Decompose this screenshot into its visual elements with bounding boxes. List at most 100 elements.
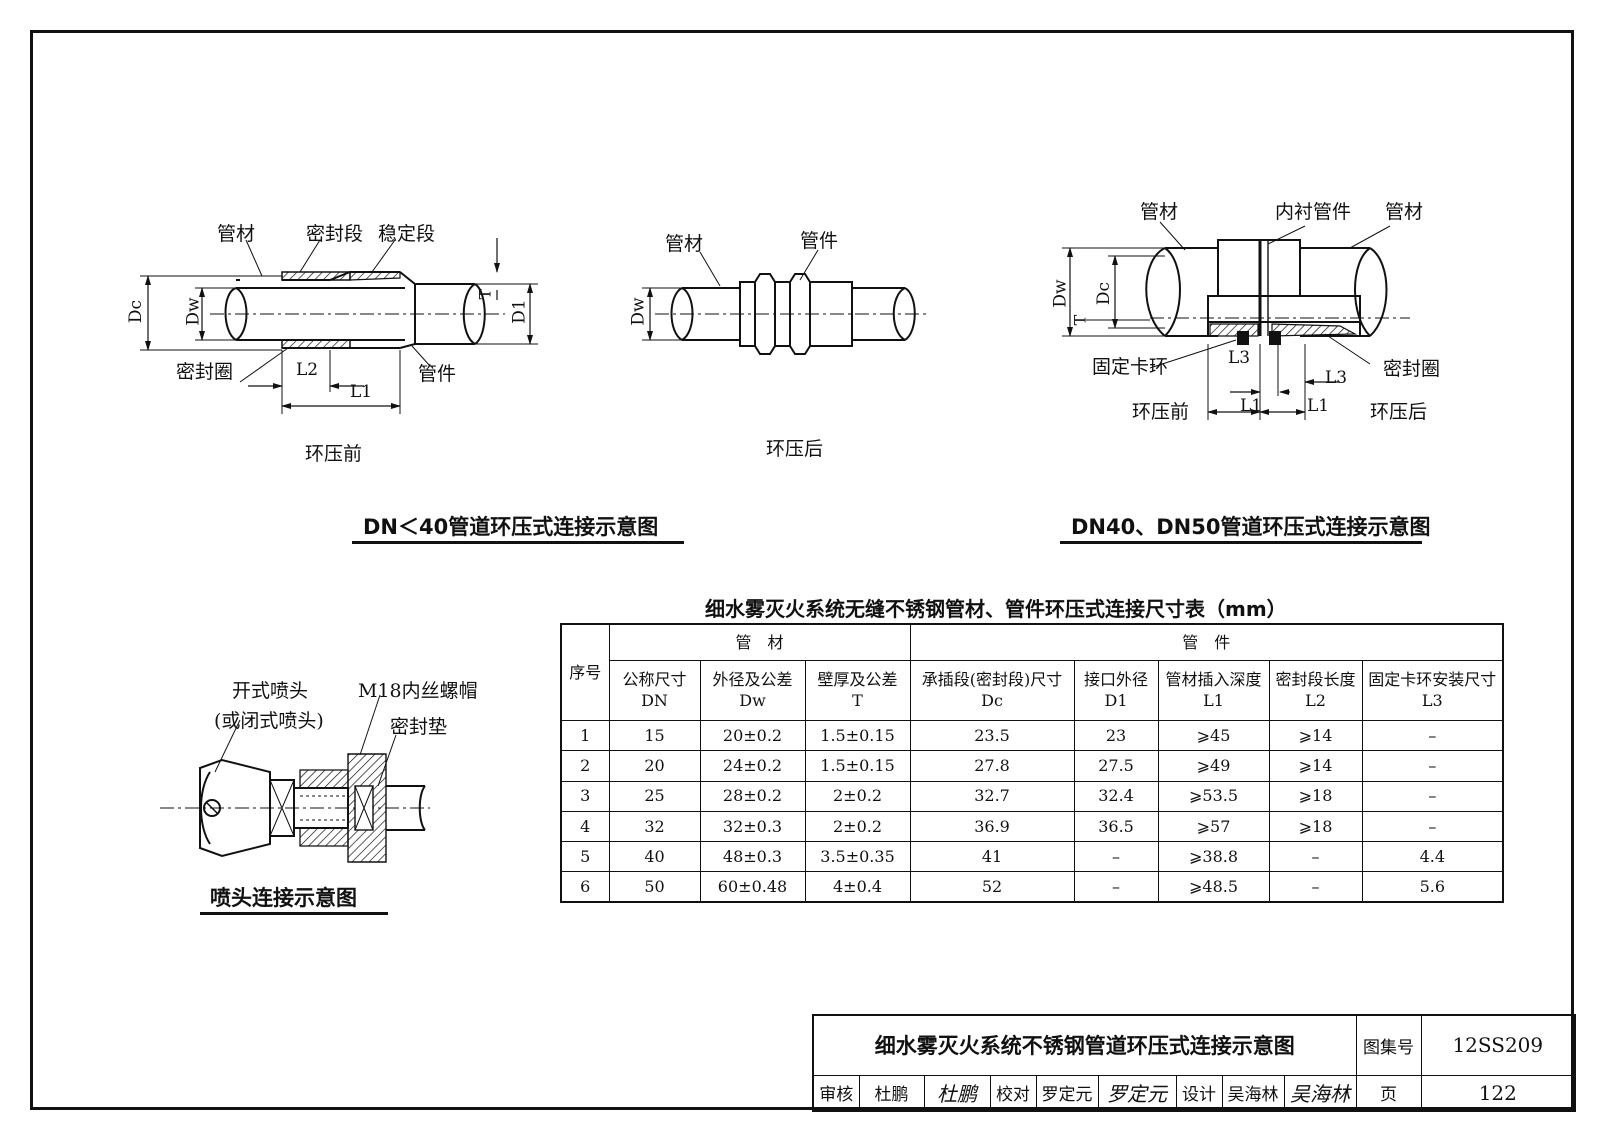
table-cell: – [1268, 871, 1363, 903]
table-cell: ⩾38.8 [1157, 841, 1270, 873]
diagram-b-drawing [1062, 221, 1410, 420]
caption-underline-c [200, 912, 388, 915]
table-cell: – [1361, 780, 1504, 812]
table-cell: 5.6 [1361, 871, 1504, 903]
review-label: 审核 [812, 1074, 860, 1112]
check-label: 校对 [989, 1074, 1037, 1112]
label-l1-b-right: L1 [1307, 396, 1330, 416]
diagram-a-after-drawing [642, 249, 930, 355]
column-header-name: 壁厚及公差 [817, 669, 898, 689]
table-cell: 5 [560, 841, 610, 873]
table-cell: 41 [909, 841, 1075, 873]
drawing-frame [30, 30, 1574, 1110]
table-cell: 1.5±0.15 [804, 720, 911, 752]
table-cell: – [1268, 841, 1363, 873]
table-cell: – [1361, 720, 1504, 752]
label-pipe-a-after: 管材 [665, 233, 704, 255]
table-cell: 32.7 [909, 780, 1075, 812]
label-after-b: 环压后 [1370, 401, 1428, 423]
diagram-c-drawing [160, 694, 430, 863]
table-cell: 23.5 [909, 720, 1075, 752]
table-cell: 23 [1073, 720, 1159, 752]
label-gasket: 密封垫 [390, 716, 448, 738]
label-before-b: 环压前 [1132, 401, 1190, 423]
label-dw-b: Dw [1050, 279, 1071, 308]
label-l2-a: L2 [296, 360, 319, 380]
label-l3-left: L3 [1228, 348, 1251, 368]
label-lined-fitting: 内衬管件 [1275, 201, 1352, 223]
header-seq: 序号 [560, 623, 610, 722]
label-dw-a-after: Dw [628, 297, 649, 326]
label-l3-right: L3 [1325, 368, 1348, 388]
page-label: 页 [1355, 1074, 1422, 1112]
table-title: 细水雾灭火系统无缝不锈钢管材、管件环压式连接尺寸表（mm） [705, 597, 1287, 621]
table-cell: 40 [608, 841, 701, 873]
table-cell: 2±0.2 [804, 780, 911, 812]
label-dc-a: Dc [126, 299, 147, 324]
table-cell: ⩾18 [1268, 780, 1363, 812]
label-l1-b-left: L1 [1240, 396, 1263, 416]
table-cell: 48±0.3 [699, 841, 806, 873]
atlas-label: 图集号 [1355, 1014, 1422, 1076]
table-cell: ⩾48.5 [1157, 871, 1270, 903]
column-header-symbol: T [852, 691, 863, 711]
table-group-header-row: 序号 管 材 管 件 [560, 623, 1504, 722]
table-cell: ⩾14 [1268, 750, 1363, 782]
table-cell: 60±0.48 [699, 871, 806, 903]
caption-diagram-c: 喷头连接示意图 [210, 886, 357, 910]
table-cell: – [1361, 810, 1504, 843]
table-cell: 36.5 [1073, 810, 1159, 843]
table-cell: ⩾45 [1157, 720, 1270, 752]
column-header-name: 固定卡环安装尺寸 [1368, 669, 1497, 689]
diagram-a-before-drawing [140, 238, 538, 414]
table-cell: 27.8 [909, 750, 1075, 782]
label-l1-a: L1 [350, 382, 373, 402]
label-seal-ring-b: 密封圈 [1383, 358, 1441, 380]
label-t-b: T [1070, 314, 1090, 326]
table-cell: 27.5 [1073, 750, 1159, 782]
table-cell: 2±0.2 [804, 810, 911, 843]
table-cell: 15 [608, 720, 701, 752]
designer-signature: 吴海林 [1283, 1074, 1357, 1112]
column-header-symbol: DN [641, 691, 668, 711]
table-cell: 24±0.2 [699, 750, 806, 782]
label-fixing-ring: 固定卡环 [1092, 356, 1169, 378]
table-cell: – [1361, 750, 1504, 782]
table-cell: 28±0.2 [699, 780, 806, 812]
table-cell: ⩾18 [1268, 810, 1363, 843]
column-header-symbol: L3 [1421, 691, 1443, 711]
table-cell: 20 [608, 750, 701, 782]
table-cell: ⩾53.5 [1157, 780, 1270, 812]
title-block: 细水雾灭火系统不锈钢管道环压式连接示意图 图集号 12SS209 审核 杜鹏 杜… [812, 1014, 1577, 1112]
table-cell: 4 [560, 810, 610, 843]
table-cell: 50 [608, 871, 701, 903]
table-cell: ⩾49 [1157, 750, 1270, 782]
column-header-name: 承插段(密封段)尺寸 [921, 669, 1063, 689]
column-header-symbol: Dc [981, 691, 1003, 711]
label-stable-section: 稳定段 [378, 223, 436, 245]
label-dw-a: Dw [183, 297, 204, 326]
table-cell: ⩾14 [1268, 720, 1363, 752]
table-cell: 32 [608, 810, 701, 843]
checker-name: 罗定元 [1035, 1074, 1099, 1112]
column-header-name: 外径及公差 [712, 669, 793, 689]
label-seal-section: 密封段 [306, 223, 364, 245]
table-cell: 32.4 [1073, 780, 1159, 812]
table-cell: ⩾57 [1157, 810, 1270, 843]
label-fitting-a-after: 管件 [800, 230, 839, 252]
reviewer-name: 杜鹏 [858, 1074, 925, 1112]
label-d1-a: D1 [509, 299, 530, 324]
column-header-symbol: L1 [1203, 691, 1224, 711]
table-cell: 32±0.3 [699, 810, 806, 843]
table-cell: 4±0.4 [804, 871, 911, 903]
label-nozzle-line1: 开式喷头 [232, 680, 309, 702]
caption-underline-a [352, 541, 684, 544]
header-group-fitting: 管 件 [909, 623, 1504, 661]
